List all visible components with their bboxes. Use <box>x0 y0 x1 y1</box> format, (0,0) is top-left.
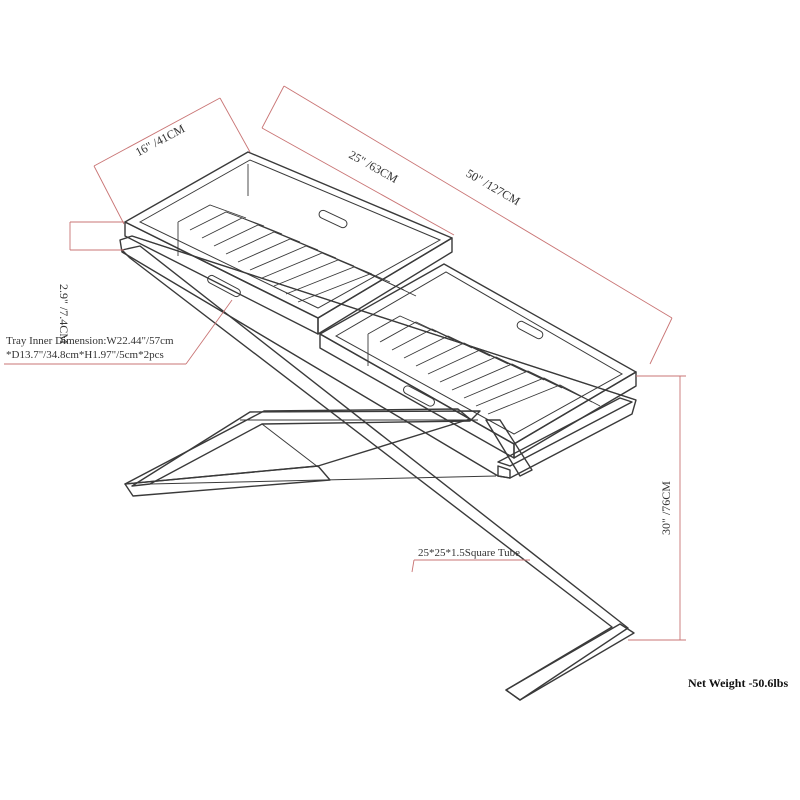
tray-right-chevron-pattern <box>367 315 601 415</box>
tray-width-label: 25" /63CM <box>347 148 401 187</box>
overall-width-label: 50" /127CM <box>464 166 523 208</box>
overall-height-label: 30" /76CM <box>659 481 673 535</box>
tray-height-label: 2.9" /7.4CM <box>57 284 71 344</box>
tray-inner-dimension-line1: Tray Inner Dimension:W22.44"/57cm <box>6 335 174 347</box>
tray-right <box>319 263 637 459</box>
tray-left-chevron-pattern <box>177 164 417 303</box>
tray-inner-dimension-line2: *D13.7"/34.8cm*H1.97"/5cm*2pcs <box>6 349 164 361</box>
net-weight-label: Net Weight -50.6lbs <box>688 676 788 690</box>
x-frame <box>121 245 635 701</box>
tray-left <box>124 151 453 335</box>
dimension-lines <box>4 85 686 641</box>
tube-spec-label: 25*25*1.5Square Tube <box>418 547 520 559</box>
